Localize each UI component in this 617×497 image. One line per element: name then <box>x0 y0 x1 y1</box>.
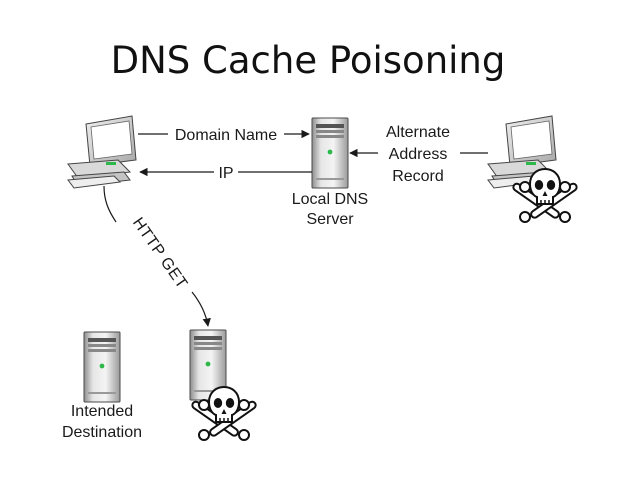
client-computer <box>67 115 137 189</box>
edge-label-http-get: HTTP GET <box>129 215 190 293</box>
edge-http-get: HTTP GET <box>103 185 211 327</box>
tower-server-icon <box>83 331 121 403</box>
edge-label-alternate-line2: Address <box>389 146 448 163</box>
edge-label-domain-name: Domain Name <box>175 127 277 144</box>
desktop-computer-icon <box>67 115 137 189</box>
attacker-computer <box>487 115 580 223</box>
local-dns-label-line1: Local DNS <box>292 191 368 208</box>
edge-domain-name: Domain Name <box>138 127 310 144</box>
arrow-icon <box>191 291 211 327</box>
intended-label-line2: Destination <box>62 424 142 441</box>
edge-label-ip: IP <box>218 165 233 182</box>
edge-alternate-record: Alternate Address Record <box>349 124 488 185</box>
tower-server-icon <box>311 117 349 189</box>
local-dns-server: Local DNS Server <box>292 117 368 228</box>
malicious-server <box>189 329 259 441</box>
diagram-title: DNS Cache Poisoning <box>111 39 506 82</box>
edge-ip: IP <box>139 165 312 182</box>
intended-destination-server: Intended Destination <box>62 331 142 441</box>
edge-label-alternate-line1: Alternate <box>386 124 450 141</box>
local-dns-label-line2: Server <box>306 211 354 228</box>
intended-label-line1: Intended <box>71 403 133 420</box>
edge-label-alternate-line3: Record <box>392 168 444 185</box>
